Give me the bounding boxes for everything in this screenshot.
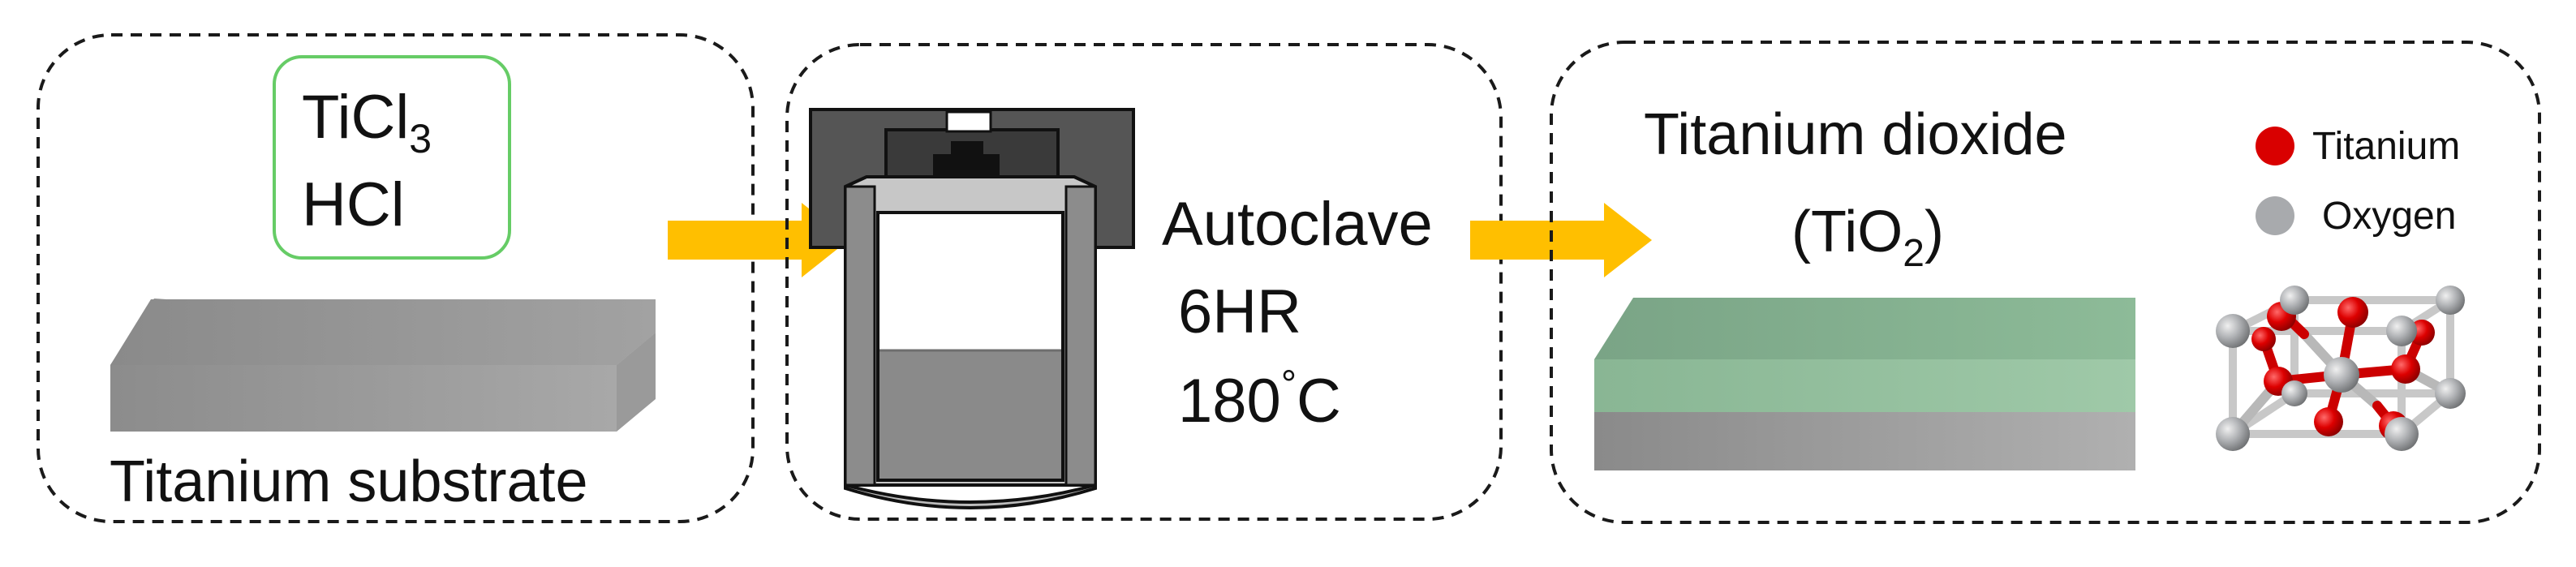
reagent-box: [273, 55, 511, 260]
titanium-legend-label: Titanium: [2312, 125, 2460, 168]
panel-2-border: [785, 43, 1503, 521]
panel-reactants: TiCl3 HCl Titanium substrate: [37, 33, 755, 523]
titanium-substrate-slab: [110, 299, 656, 432]
oxygen-legend-label: Oxygen: [2322, 195, 2456, 238]
panel-product: Titanium dioxide (TiO2) Titanium Oxygen: [1550, 41, 2541, 524]
panel-1-border: [37, 33, 755, 523]
titanium-legend-marker: [2256, 127, 2294, 165]
arrow-right-2: [1470, 203, 1652, 277]
temperature-label: 180°C: [1178, 363, 1341, 436]
reagent-ticl3: TiCl3: [302, 83, 432, 161]
tio2-coated-slab: [1594, 298, 2135, 470]
oxygen-legend-marker: [2256, 196, 2294, 235]
reagent-hcl: HCl: [302, 170, 405, 239]
autoclave-label: Autoclave: [1162, 190, 1433, 259]
product-formula: (TiO2): [1791, 200, 1944, 275]
tio2-crystal-structure: [2216, 286, 2466, 451]
duration-label: 6HR: [1178, 277, 1301, 346]
autoclave-icon: [809, 108, 1135, 509]
substrate-label: Titanium substrate: [110, 449, 588, 514]
legend: Titanium Oxygen: [2256, 125, 2460, 238]
panel-autoclave: Autoclave 6HR 180°C: [785, 43, 1503, 521]
product-name: Titanium dioxide: [1644, 102, 2067, 167]
